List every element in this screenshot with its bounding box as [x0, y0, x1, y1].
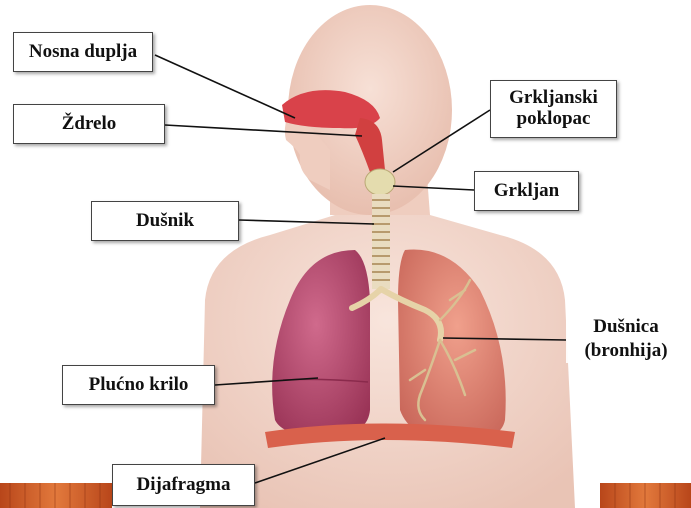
label-larynx: Grkljan [474, 171, 579, 211]
label-lung-text: Plućno krilo [89, 375, 189, 396]
label-pharynx: Ždrelo [13, 104, 165, 144]
bottom-bar-left [0, 483, 112, 508]
label-larynx-text: Grkljan [494, 181, 559, 202]
label-nasal-cavity-text: Nosna duplja [29, 42, 137, 63]
label-bronchus-line1: Dušnica [566, 315, 686, 339]
label-epiglottis-line1: Grkljanski [509, 88, 598, 109]
label-nasal-cavity: Nosna duplja [13, 32, 153, 72]
label-trachea: Dušnik [91, 201, 239, 241]
label-pharynx-text: Ždrelo [62, 114, 117, 135]
label-bronchus-line2: (bronhija) [566, 339, 686, 363]
label-diaphragm-text: Dijafragma [137, 475, 231, 496]
label-trachea-text: Dušnik [136, 211, 194, 232]
label-diaphragm: Dijafragma [112, 464, 255, 506]
larynx-shape [365, 169, 395, 195]
label-epiglottis: Grkljanski poklopac [490, 80, 617, 138]
label-lung: Plućno krilo [62, 365, 215, 405]
label-epiglottis-line2: poklopac [509, 109, 598, 130]
label-bronchus: Dušnica (bronhija) [566, 315, 686, 363]
